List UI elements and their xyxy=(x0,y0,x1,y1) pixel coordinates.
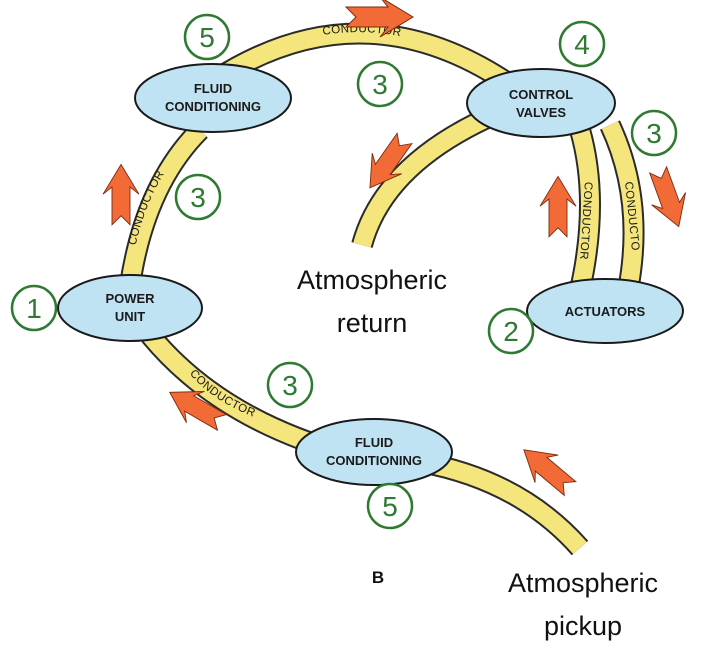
power-unit-label-line2: UNIT xyxy=(115,309,145,324)
svg-text:4: 4 xyxy=(574,29,590,60)
flow-arrow-left xyxy=(102,163,140,226)
flow-arrow-return xyxy=(369,132,413,189)
atmospheric-return-line2: return xyxy=(337,308,408,338)
control-valves-label-line1: CONTROL xyxy=(509,87,573,102)
conductors xyxy=(119,22,645,556)
fluid-conditioning-bottom: FLUID CONDITIONING xyxy=(295,418,453,486)
flow-arrow-top xyxy=(344,0,414,38)
power-unit-label-line1: POWER xyxy=(105,291,155,306)
conductor-left-fill xyxy=(121,123,207,287)
svg-text:3: 3 xyxy=(282,370,298,401)
control-valves: CONTROL VALVES xyxy=(466,68,616,138)
flow-arrow-bottom xyxy=(168,391,228,432)
actuators-label: ACTUATORS xyxy=(565,304,646,319)
atmospheric-pickup-annotation: Atmospheric pickup xyxy=(508,568,658,641)
svg-text:3: 3 xyxy=(190,182,206,213)
atmospheric-pickup-line2: pickup xyxy=(544,611,622,641)
marker-fluid-conditioning-top: 5 xyxy=(183,13,231,61)
conductor-top-fill xyxy=(210,24,531,103)
marker-conductor-bottom: 3 xyxy=(266,361,314,409)
fluid-conditioning-bottom-label-line1: FLUID xyxy=(355,435,393,450)
number-markers: 1 2 3 3 3 3 4 5 xyxy=(10,13,678,530)
atmospheric-return-line1: Atmospheric xyxy=(297,265,447,295)
control-valves-label-line2: VALVES xyxy=(516,105,566,120)
fluid-conditioning-bottom-label-line2: CONDITIONING xyxy=(326,453,422,468)
fluid-conditioning-top-label-line2: CONDITIONING xyxy=(165,99,261,114)
conductor-valves-actuators-right-fill xyxy=(601,121,643,292)
marker-control-valves: 4 xyxy=(558,20,606,68)
svg-text:1: 1 xyxy=(26,293,42,324)
marker-actuators: 2 xyxy=(487,307,535,355)
flow-arrow-pickup xyxy=(523,449,577,497)
svg-text:3: 3 xyxy=(646,118,662,149)
marker-conductor-right: 3 xyxy=(630,109,678,157)
marker-conductor-top: 3 xyxy=(356,60,404,108)
flow-arrow-to-actuators xyxy=(648,165,686,228)
actuators: ACTUATORS xyxy=(526,278,684,344)
marker-conductor-left: 3 xyxy=(174,173,222,221)
svg-text:5: 5 xyxy=(199,22,215,53)
marker-fluid-conditioning-bottom: 5 xyxy=(366,482,414,530)
conductor-valves-actuators-left-fill xyxy=(571,127,599,292)
flow-arrows xyxy=(102,0,686,497)
conductor-return-fill xyxy=(353,101,509,248)
svg-text:3: 3 xyxy=(372,69,388,100)
conductor-label-valves-left: CONDUCTOR xyxy=(577,181,594,260)
marker-power-unit: 1 xyxy=(10,284,58,332)
svg-text:2: 2 xyxy=(503,316,519,347)
fluid-conditioning-top-label-line1: FLUID xyxy=(194,81,232,96)
fluid-conditioning-top: FLUID CONDITIONING xyxy=(134,63,292,133)
atmospheric-pickup-line1: Atmospheric xyxy=(508,568,658,598)
atmospheric-return-annotation: Atmospheric return xyxy=(297,265,447,338)
conductor-labels: CONDUCTOR CONDUCTOR CONDUCTOR CONDUCTOR … xyxy=(0,0,641,420)
flow-arrow-to-valves xyxy=(539,175,577,238)
figure-letter: B xyxy=(372,568,384,587)
components: POWER UNIT FLUID CONDITIONING CONTROL VA… xyxy=(57,63,684,486)
svg-text:5: 5 xyxy=(382,491,398,522)
power-unit: POWER UNIT xyxy=(57,274,203,342)
